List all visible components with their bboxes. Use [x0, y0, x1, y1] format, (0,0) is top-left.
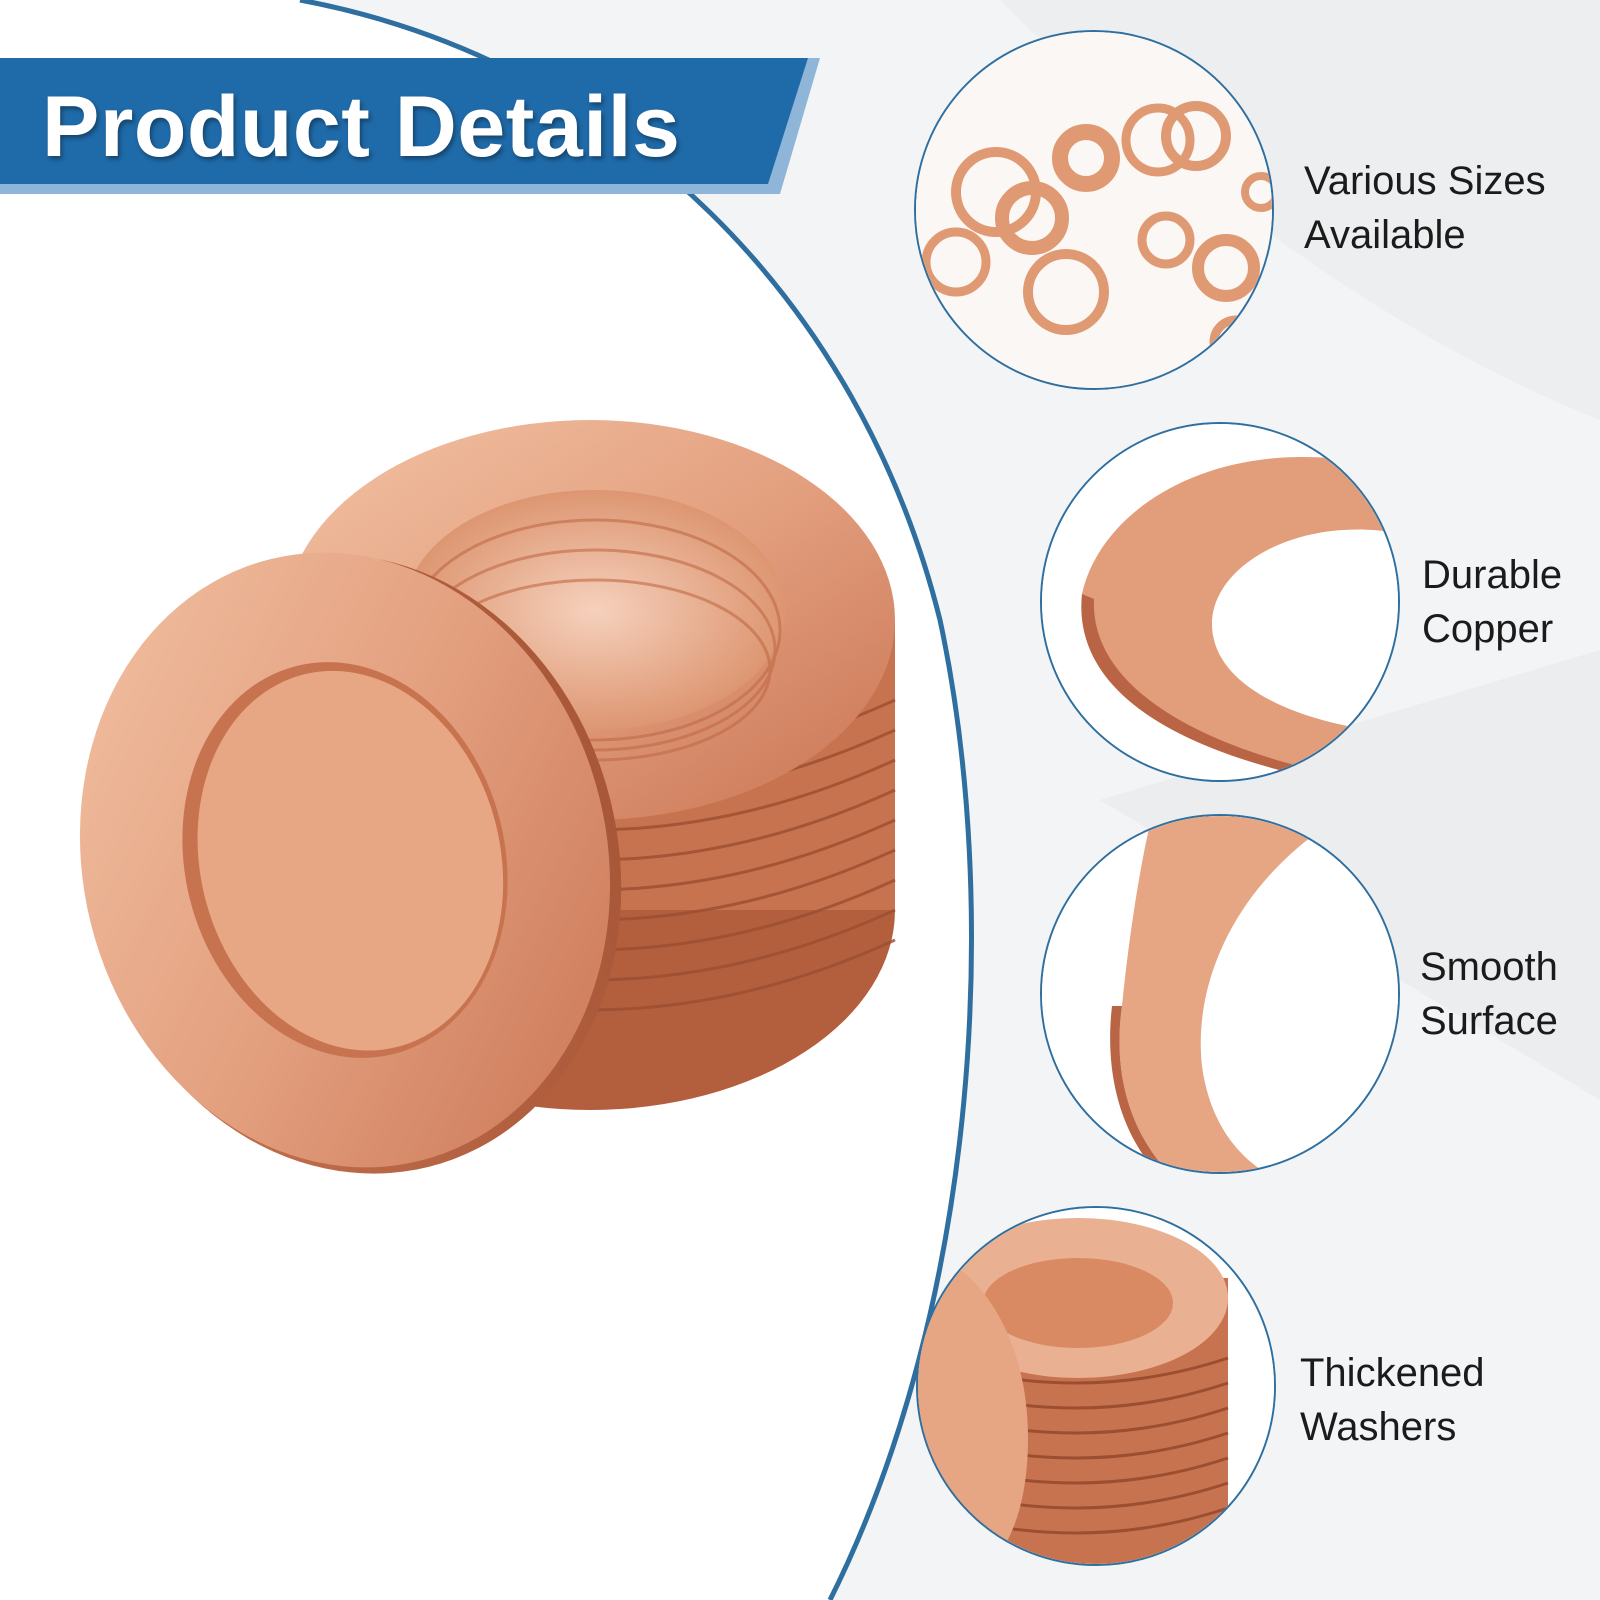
title-banner: Product Details [0, 58, 820, 194]
page-title: Product Details [42, 79, 681, 175]
feature-label-smooth-surface: Smooth Surface [1420, 940, 1558, 1048]
detail-photo-various-sizes [914, 30, 1274, 390]
detail-photo-copper-edge [1040, 422, 1400, 782]
feature-line-1: Smooth [1420, 945, 1558, 989]
hero-washer-stack-image [79, 420, 896, 1174]
feature-line-1: Various Sizes [1304, 159, 1546, 203]
feature-label-thickened-washers: Thickened Washers [1300, 1346, 1485, 1454]
feature-line-2: Washers [1300, 1405, 1457, 1449]
feature-line-1: Durable [1422, 553, 1563, 597]
feature-label-various-sizes: Various Sizes Available [1304, 154, 1546, 262]
feature-line-2: Copper [1422, 607, 1554, 651]
detail-photo-washer-stack [916, 1206, 1276, 1566]
feature-line-1: Thickened [1300, 1351, 1485, 1395]
detail-photo-smooth-surface [1040, 814, 1400, 1174]
feature-line-2: Available [1304, 213, 1466, 257]
feature-label-durable-copper: Durable Copper [1422, 548, 1562, 656]
feature-line-2: Surface [1420, 999, 1558, 1043]
